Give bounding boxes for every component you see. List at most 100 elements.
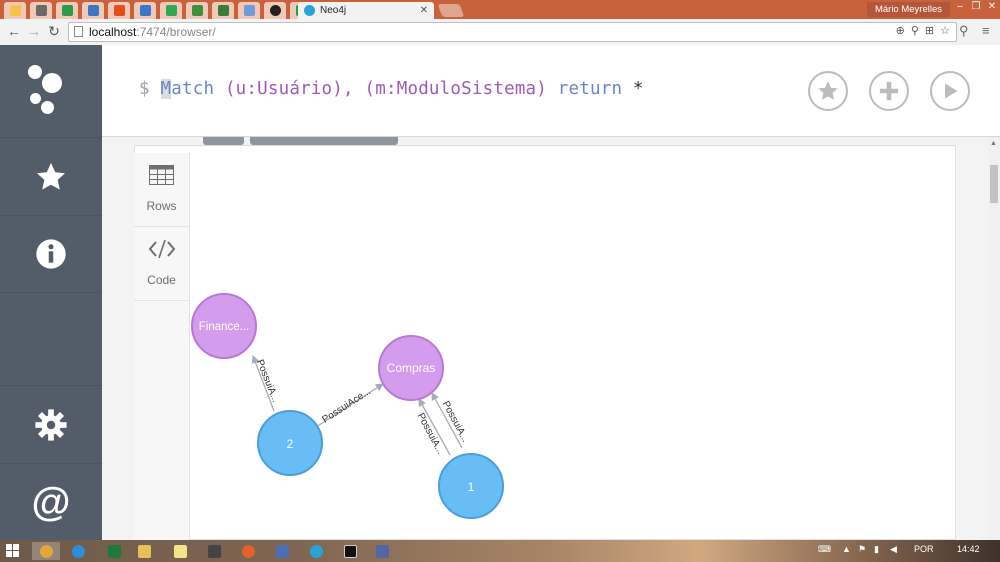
url-text[interactable]: localhost:7474/browser/ [89, 25, 216, 39]
graph-canvas[interactable]: PossuiA... PossuiAce... PossuiA... Possu… [190, 153, 955, 540]
taskbar-remote[interactable] [268, 542, 296, 560]
volume-icon[interactable]: ◀ [890, 544, 897, 554]
scroll-up-icon[interactable]: ▲ [990, 140, 997, 147]
frame-tab[interactable] [203, 137, 244, 145]
reload-icon[interactable]: ↻ [48, 23, 60, 39]
node-label: 1 [468, 480, 475, 494]
pinned-tab-2[interactable] [30, 2, 52, 19]
relationship-2-compras[interactable]: PossuiAce... [315, 383, 384, 428]
new-tab-button[interactable] [437, 4, 465, 17]
chrome-icon [39, 544, 53, 558]
taskbar-console[interactable] [336, 542, 364, 560]
close-window-icon[interactable]: ✕ [987, 1, 997, 12]
taskbar-explorer[interactable] [130, 542, 158, 560]
profile-name[interactable]: Mário Meyrelles [866, 2, 950, 17]
close-tab-icon[interactable]: ✕ [419, 5, 428, 16]
scrollbar-thumb[interactable] [990, 165, 998, 203]
node-user-1[interactable]: 1 [438, 453, 504, 519]
sidebar-item-settings[interactable] [0, 385, 102, 464]
windows-start-icon[interactable] [6, 544, 20, 558]
pinned-tab-11[interactable] [264, 2, 286, 19]
node-user-2[interactable]: 2 [257, 410, 323, 476]
tab-neo4j[interactable]: Neo4j ✕ [298, 2, 434, 19]
taskbar-app[interactable] [200, 542, 228, 560]
neo4j-sidebar: @ [0, 45, 102, 540]
notes-icon [173, 544, 187, 558]
tab-favicon [243, 5, 255, 16]
page-icon [74, 26, 83, 37]
address-bar[interactable]: localhost:7474/browser/ ⊕ ⚲ ⊞ ☆ [68, 22, 957, 42]
add-query-button[interactable] [869, 71, 909, 111]
node-financeiro[interactable]: Finance... [191, 293, 257, 359]
node-label: 2 [287, 437, 294, 451]
input-language[interactable]: POR [914, 544, 934, 554]
sidebar-item-favorites[interactable] [0, 137, 102, 216]
graph-visualization[interactable]: PossuiA... PossuiAce... PossuiA... Possu… [190, 153, 955, 540]
console-icon [343, 544, 357, 558]
taskbar-neo4j[interactable] [302, 542, 330, 560]
node-label: Finance... [199, 321, 250, 333]
taskbar-editor[interactable] [368, 542, 396, 560]
node-compras[interactable]: Compras [378, 335, 444, 401]
flag-icon[interactable]: ⚑ [858, 544, 867, 554]
frame-tab[interactable] [250, 137, 398, 145]
pinned-tab-6[interactable] [134, 2, 156, 19]
keyboard-icon[interactable]: ⌨ [818, 544, 831, 554]
browser-toolbar: ← → ↻ localhost:7474/browser/ ⊕ ⚲ ⊞ ☆ ⚲ … [0, 19, 1000, 46]
code-icon [148, 239, 176, 259]
pinned-tab-10[interactable] [238, 2, 260, 19]
neo4j-logo-icon[interactable] [28, 65, 72, 115]
pinned-tab-5[interactable] [108, 2, 130, 19]
editor-icon [375, 544, 389, 558]
relationship-label: PossuiA... [440, 399, 471, 444]
internet-explorer-icon [71, 544, 85, 558]
translate-icon[interactable]: ⊞ [924, 25, 935, 37]
pinned-tab-7[interactable] [160, 2, 182, 19]
forward-arrow-icon[interactable]: → [27, 23, 41, 39]
at-icon: @ [31, 479, 71, 524]
back-arrow-icon[interactable]: ← [7, 23, 21, 39]
pinned-tab-8[interactable] [186, 2, 208, 19]
view-code-label: Code [147, 273, 176, 287]
excel-icon [107, 544, 121, 558]
pinned-tab-3[interactable] [56, 2, 78, 19]
maximize-icon[interactable]: ❐ [971, 1, 981, 12]
tab-favicon [113, 5, 125, 16]
taskbar-notes[interactable] [166, 542, 194, 560]
search-icon[interactable]: ⚲ [959, 23, 969, 38]
sidebar-item-information[interactable] [0, 215, 102, 293]
node-label: Compras [387, 361, 436, 375]
taskbar-chrome[interactable] [32, 542, 60, 560]
tab-favicon [165, 5, 177, 16]
extension-icon[interactable]: ⚲ [910, 25, 919, 37]
taskbar-ie[interactable] [64, 542, 92, 560]
zoom-icon[interactable]: ⊕ [895, 25, 905, 37]
pinned-tab-1[interactable] [4, 2, 26, 19]
clock-time[interactable]: 14:42 [957, 544, 980, 554]
pinned-tab-4[interactable] [82, 2, 104, 19]
view-rows-button[interactable]: Rows [134, 153, 189, 227]
view-mode-nav: Rows Code [134, 153, 190, 540]
run-query-button[interactable] [930, 71, 970, 111]
page-scrollbar[interactable]: ▲ [988, 137, 1000, 540]
relationship-label: PossuiAce... [320, 386, 373, 426]
view-rows-label: Rows [146, 199, 177, 213]
tab-favicon [35, 5, 47, 16]
favorite-query-button[interactable] [808, 71, 848, 111]
taskbar-excel[interactable] [100, 542, 128, 560]
tray-expand-icon[interactable]: ▲ [842, 544, 851, 554]
pinned-tab-9[interactable] [212, 2, 234, 19]
neo4j-favicon-icon [304, 5, 315, 16]
relationship-2-financeiro[interactable]: PossuiA... [251, 355, 281, 412]
bookmark-star-icon[interactable]: ☆ [940, 25, 950, 37]
tab-title: Neo4j [320, 5, 347, 16]
menu-icon[interactable]: ≡ [982, 23, 990, 38]
tab-favicon [87, 5, 99, 16]
cypher-query-input[interactable]: $ Match (u:Usuário), (m:ModuloSistema) r… [139, 79, 644, 99]
minimize-icon[interactable]: – [957, 1, 963, 12]
taskbar-firefox[interactable] [234, 542, 262, 560]
view-code-button[interactable]: Code [134, 227, 189, 301]
sidebar-item-about[interactable]: @ [0, 463, 102, 540]
network-icon[interactable]: ▮ [874, 544, 879, 554]
query-editor: $ Match (u:Usuário), (m:ModuloSistema) r… [102, 45, 1000, 137]
